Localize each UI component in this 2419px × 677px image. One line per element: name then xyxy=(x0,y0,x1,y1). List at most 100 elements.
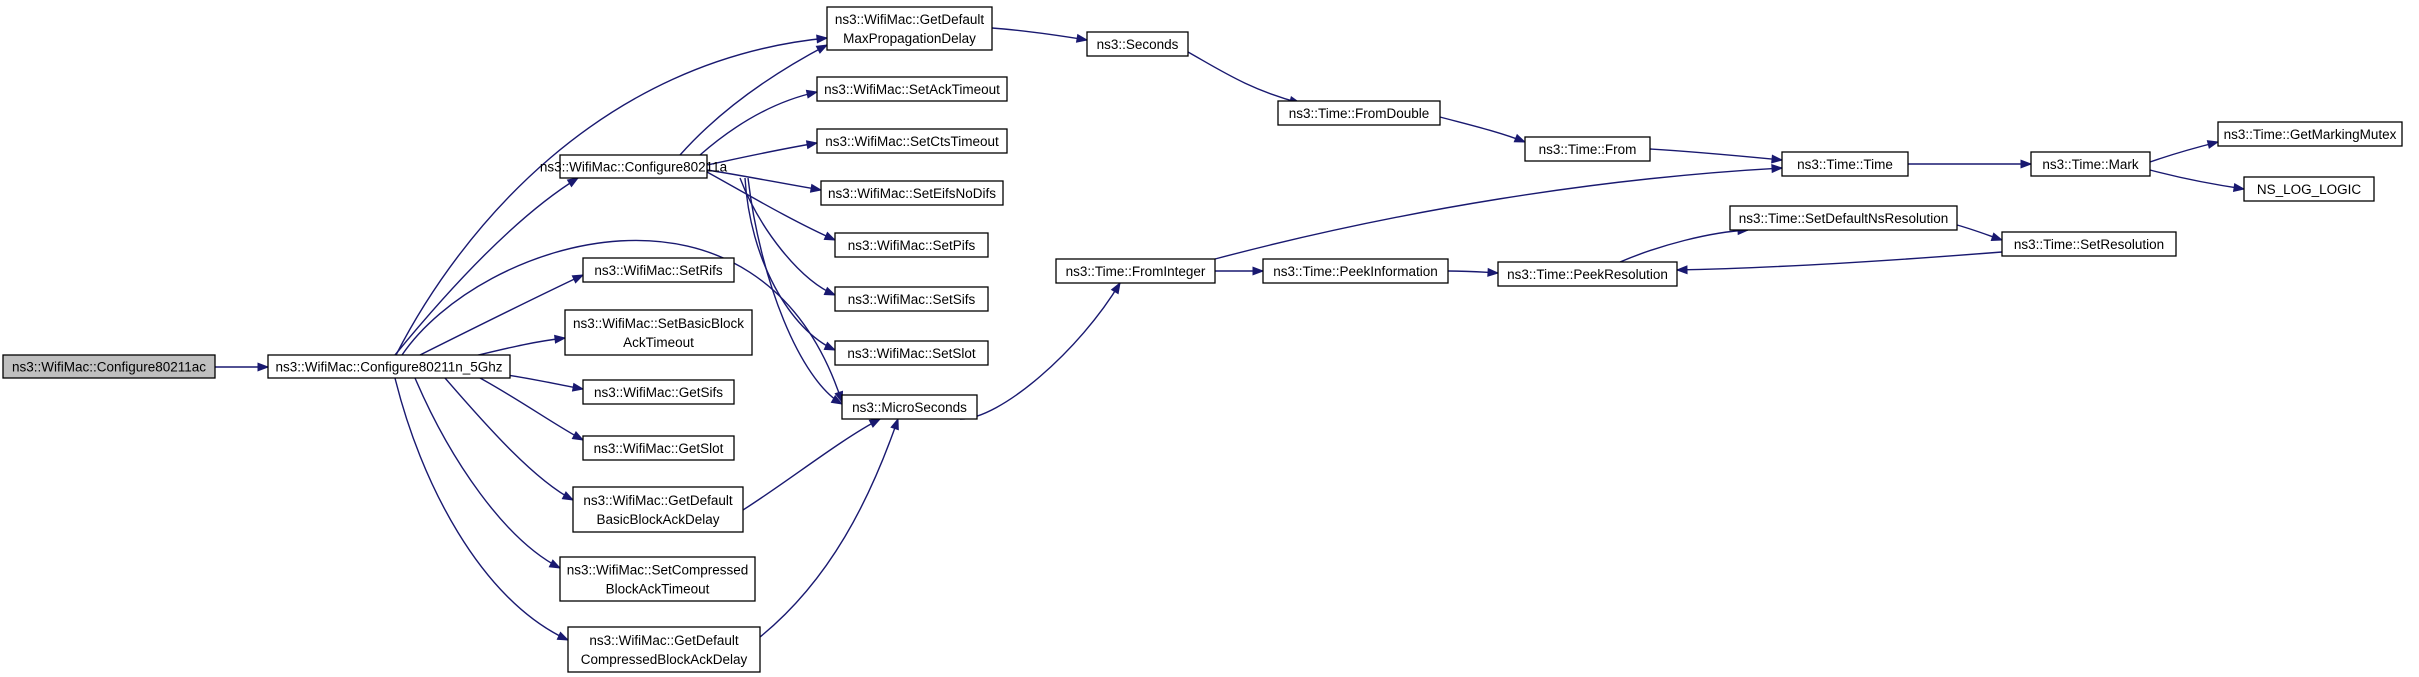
node-time-time[interactable]: ns3::Time::Time xyxy=(1781,151,1909,177)
node-set-slot[interactable]: ns3::WifiMac::SetSlot xyxy=(834,340,989,366)
node-box[interactable] xyxy=(816,128,1008,154)
node-box[interactable] xyxy=(1524,136,1651,162)
node-label: ns3::WifiMac::GetDefault xyxy=(583,493,733,508)
node-set-cts-timeout[interactable]: ns3::WifiMac::SetCtsTimeout xyxy=(816,128,1008,154)
node-set-pifs[interactable]: ns3::WifiMac::SetPifs xyxy=(834,232,989,258)
node-box[interactable] xyxy=(559,154,708,179)
edge-line xyxy=(759,418,899,638)
node-ns-log-logic[interactable]: NS_LOG_LOGIC xyxy=(2243,176,2375,202)
node-get-default-compressed-block-ack-delay[interactable]: ns3::WifiMac::GetDefaultCompressedBlockA… xyxy=(567,626,761,673)
node-box[interactable] xyxy=(834,340,989,366)
node-get-default-basic-block-ack-delay[interactable]: ns3::WifiMac::GetDefaultBasicBlockAckDel… xyxy=(572,486,744,533)
node-box[interactable] xyxy=(816,76,1008,102)
edge-line xyxy=(1649,148,1783,161)
node-configure80211a[interactable]: ns3::WifiMac::Configure80211a xyxy=(540,154,728,179)
node-time-from[interactable]: ns3::Time::From xyxy=(1524,136,1651,162)
node-set-sifs[interactable]: ns3::WifiMac::SetSifs xyxy=(834,286,989,312)
node-time-get-marking-mutex[interactable]: ns3::Time::GetMarkingMutex xyxy=(2217,121,2403,147)
node-configure80211n-5ghz[interactable]: ns3::WifiMac::Configure80211n_5Ghz xyxy=(267,354,511,379)
edge-line xyxy=(1214,167,1783,260)
node-get-default-max-propagation-delay[interactable]: ns3::WifiMac::GetDefaultMaxPropagationDe… xyxy=(826,6,993,51)
node-time-peek-resolution[interactable]: ns3::Time::PeekResolution xyxy=(1497,261,1678,287)
call-edge-configure80211n_5ghz-to-set_rifs xyxy=(419,274,585,356)
call-edge-get_default_basic_block_ack_delay-to-micro_seconds xyxy=(742,418,882,511)
call-edge-configure80211n_5ghz-to-set_basic_block_ack_timeout xyxy=(469,334,567,358)
node-box[interactable] xyxy=(1729,205,1958,231)
node-label: ns3::WifiMac::SetRifs xyxy=(594,263,723,278)
edge-line xyxy=(747,177,843,405)
node-box[interactable] xyxy=(1086,31,1189,57)
node-seconds[interactable]: ns3::Seconds xyxy=(1086,31,1189,57)
arrowhead-icon xyxy=(1487,267,1500,277)
node-label: ns3::Time::FromDouble xyxy=(1289,106,1430,121)
edge-line xyxy=(744,177,836,351)
node-box[interactable] xyxy=(826,6,993,51)
node-box[interactable] xyxy=(834,286,989,312)
node-time-set-default-ns-resolution[interactable]: ns3::Time::SetDefaultNsResolution xyxy=(1729,205,1958,231)
node-set-eifs-no-difs[interactable]: ns3::WifiMac::SetEifsNoDifs xyxy=(820,180,1004,206)
call-edge-configure80211a-to-set_sifs xyxy=(739,177,837,296)
node-box[interactable] xyxy=(1055,258,1216,284)
node-time-set-resolution[interactable]: ns3::Time::SetResolution xyxy=(2001,231,2177,257)
node-box[interactable] xyxy=(820,180,1004,206)
call-edge-time_set_default_ns_resolution-to-time_set_resolution xyxy=(1956,224,2004,241)
node-label: ns3::WifiMac::SetAckTimeout xyxy=(824,82,1000,97)
node-configure80211ac[interactable]: ns3::WifiMac::Configure80211ac xyxy=(2,354,216,379)
arrowhead-icon xyxy=(1990,232,2004,241)
node-set-compressed-block-ack-timeout[interactable]: ns3::WifiMac::SetCompressedBlockAckTimeo… xyxy=(559,556,756,602)
node-set-rifs[interactable]: ns3::WifiMac::SetRifs xyxy=(582,257,735,283)
node-box[interactable] xyxy=(2243,176,2375,202)
node-label: ns3::Seconds xyxy=(1097,37,1179,52)
node-label: ns3::WifiMac::SetBasicBlock xyxy=(573,316,744,331)
node-box[interactable] xyxy=(2,354,216,379)
node-box[interactable] xyxy=(572,486,744,533)
node-label: ns3::WifiMac::Configure80211ac xyxy=(12,360,206,375)
node-box[interactable] xyxy=(559,556,756,602)
arrowhead-icon xyxy=(566,177,580,188)
edge-line xyxy=(419,274,584,356)
arrowhead-icon xyxy=(548,559,562,569)
call-edge-configure80211a-to-set_slot xyxy=(744,177,837,351)
node-box[interactable] xyxy=(2001,231,2177,257)
arrowhead-icon xyxy=(257,362,270,372)
node-box[interactable] xyxy=(582,435,735,461)
edge-line xyxy=(394,377,569,641)
node-box[interactable] xyxy=(267,354,511,379)
node-box[interactable] xyxy=(582,379,735,405)
node-label: ns3::Time::Mark xyxy=(2042,157,2139,172)
edge-line xyxy=(706,142,818,166)
call-edge-configure80211n_5ghz-to-configure80211a xyxy=(394,177,580,356)
node-box[interactable] xyxy=(2030,151,2151,177)
node-box[interactable] xyxy=(582,257,735,283)
node-get-slot[interactable]: ns3::WifiMac::GetSlot xyxy=(582,435,735,461)
node-box[interactable] xyxy=(841,394,978,420)
node-time-peek-information[interactable]: ns3::Time::PeekInformation xyxy=(1262,258,1449,284)
node-box[interactable] xyxy=(2217,121,2403,147)
node-box[interactable] xyxy=(1497,261,1678,287)
node-time-mark[interactable]: ns3::Time::Mark xyxy=(2030,151,2151,177)
edge-line xyxy=(991,27,1088,41)
node-time-from-integer[interactable]: ns3::Time::FromInteger xyxy=(1055,258,1216,284)
node-label: ns3::WifiMac::SetEifsNoDifs xyxy=(828,186,996,201)
node-get-sifs[interactable]: ns3::WifiMac::GetSifs xyxy=(582,379,735,405)
edge-line xyxy=(1619,229,1749,263)
node-set-ack-timeout[interactable]: ns3::WifiMac::SetAckTimeout xyxy=(816,76,1008,102)
node-box[interactable] xyxy=(1781,151,1909,177)
node-label: CompressedBlockAckDelay xyxy=(581,652,748,667)
call-edge-time_peek_resolution-to-time_set_default_ns_resolution xyxy=(1619,226,1750,263)
node-time-from-double[interactable]: ns3::Time::FromDouble xyxy=(1277,100,1441,126)
node-box[interactable] xyxy=(1277,100,1441,126)
node-label: ns3::WifiMac::GetSifs xyxy=(594,385,723,400)
node-micro-seconds[interactable]: ns3::MicroSeconds xyxy=(841,394,978,420)
node-label: ns3::Time::Time xyxy=(1797,157,1893,172)
node-label: ns3::WifiMac::SetCtsTimeout xyxy=(825,134,999,149)
node-box[interactable] xyxy=(1262,258,1449,284)
edge-line xyxy=(469,337,566,358)
node-box[interactable] xyxy=(567,626,761,673)
arrowhead-icon xyxy=(2232,182,2246,192)
node-label: ns3::WifiMac::Configure80211n_5Ghz xyxy=(275,360,502,375)
node-box[interactable] xyxy=(564,309,753,356)
node-box[interactable] xyxy=(834,232,989,258)
node-label: BasicBlockAckDelay xyxy=(596,512,719,527)
